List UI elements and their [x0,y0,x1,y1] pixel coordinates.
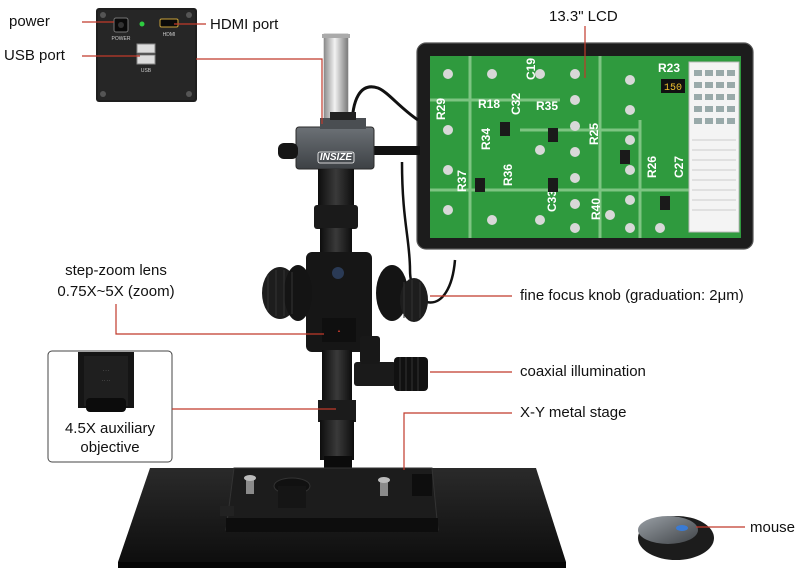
coaxial-illuminator [354,336,428,391]
xy-stage [220,467,439,532]
pcb-label: R34 [479,128,493,150]
pcb-label: R18 [478,97,500,111]
label-step-zoom-line2: 0.75X~5X (zoom) [57,283,175,300]
power-small-label: POWER [112,36,131,42]
callout-lines [82,21,745,528]
aux-objective-inset: · · · · · · · [47,350,173,463]
hdmi-small-label: HDMI [163,32,176,38]
usb-socket-bottom [136,54,156,65]
label-hdmi-port: HDMI port [210,16,279,33]
usb-small-label: USB [141,68,152,74]
pcb-label: C33 [545,190,559,212]
svg-text:· · · ·: · · · · [102,378,111,383]
label-aux-line2: objective [80,439,140,456]
pcb-label: R40 [589,198,603,220]
hdmi-cable [350,85,419,129]
pcb-label: C27 [672,156,686,178]
label-power: power [9,13,50,30]
mouse [638,516,714,560]
label-fine-focus: fine focus knob (graduation: 2μm) [520,287,744,304]
fine-focus-knobs [262,265,428,322]
pcb-label: R26 [645,156,659,178]
brand-logo: INSIZE [320,152,353,163]
pcb-label: R23 [658,61,680,75]
screen-readout: 150 [664,83,682,94]
svg-text:· · ·: · · · [103,368,109,373]
monitor-arm [368,146,420,155]
pcb-label: R29 [434,98,448,120]
lcd-monitor: R23 R29 R18 C32 C19 R35 R34 R25 R36 R37 … [416,42,754,250]
power-led [139,21,145,27]
software-panel [688,61,740,233]
label-usb-port: USB port [4,47,65,64]
label-coaxial: coaxial illumination [520,363,646,380]
pcb-label: R25 [587,123,601,145]
usb-socket-top [136,43,156,54]
pcb-label: R36 [501,164,515,186]
pcb-label: C32 [509,93,523,115]
camera-lock-knob [278,143,298,159]
zoom-body: ▲ [306,169,372,470]
label-xy-stage: X-Y metal stage [520,404,627,421]
label-aux-line1: 4.5X auxiliary [64,420,156,437]
pcb-label: R37 [455,170,469,192]
pcb-label: R35 [536,99,558,113]
label-mouse: mouse [750,519,796,536]
hdmi-socket [159,18,179,28]
label-step-zoom-line1: step-zoom lens [65,262,167,279]
back-panel: POWER HDMI USB [96,8,197,102]
light-cable [400,161,457,304]
svg-text:▲: ▲ [337,328,341,333]
label-lcd: 13.3" LCD [549,8,618,25]
camera: INSIZE [278,112,375,170]
pcb-label: C19 [524,58,538,80]
